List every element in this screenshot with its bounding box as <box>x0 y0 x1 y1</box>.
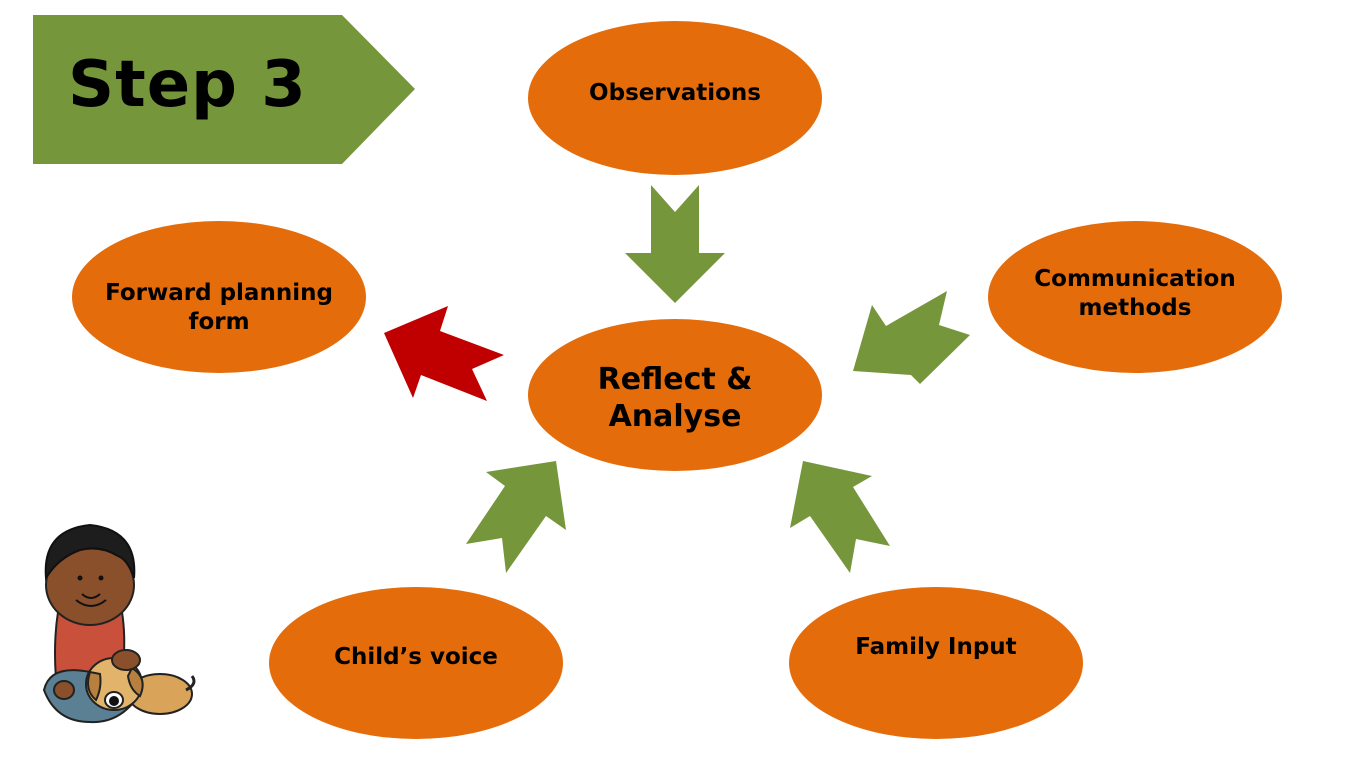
label-reflect-line1: Reflect & <box>597 361 753 397</box>
node-reflect-analyse <box>528 319 822 471</box>
node-communication-methods <box>988 221 1282 373</box>
label-communication-line1: Communication <box>1034 266 1236 293</box>
label-forward-planning-form: Forward planning form <box>72 274 366 342</box>
label-communication-line2: methods <box>1078 295 1192 321</box>
node-family-input <box>789 587 1083 739</box>
step-title: Step 3 <box>68 48 307 122</box>
label-reflect-line2: Analyse <box>608 399 742 434</box>
arrow-familyinput-to-center <box>790 461 890 573</box>
label-observations-text: Observations <box>589 79 761 106</box>
node-childs-voice <box>269 587 563 739</box>
label-forward-planning-line2: form <box>188 309 250 335</box>
label-reflect-analyse: Reflect & Analyse <box>528 356 822 440</box>
arrow-communication-to-center <box>853 291 970 384</box>
label-family-input: Family Input <box>789 626 1083 668</box>
label-forward-planning-line1: Forward planning <box>105 280 333 307</box>
label-family-input-text: Family Input <box>855 633 1017 660</box>
node-forward-planning-form <box>72 221 366 373</box>
step-banner <box>33 15 415 164</box>
label-childs-voice: Child’s voice <box>269 636 563 678</box>
node-observations <box>528 21 822 175</box>
label-childs-voice-text: Child’s voice <box>334 643 498 670</box>
label-observations: Observations <box>528 72 822 114</box>
arrow-childsvoice-to-center <box>466 461 566 573</box>
child-with-puppy-illustration <box>42 523 196 724</box>
arrow-observations-to-center <box>625 185 725 303</box>
arrow-center-to-forward-planning <box>384 306 504 401</box>
label-communication-methods: Communication methods <box>988 260 1282 328</box>
